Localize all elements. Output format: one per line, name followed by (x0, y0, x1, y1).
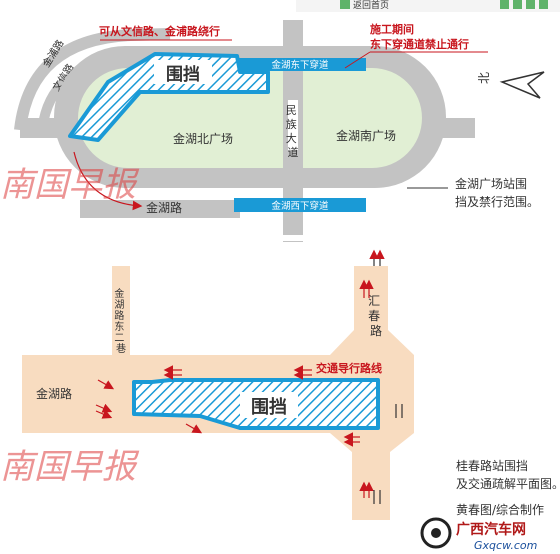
north-label: 北 (477, 72, 491, 84)
underpass-east (234, 58, 366, 71)
traffic-arrow (185, 423, 203, 434)
road-jinhu-label-2: 金湖路 (36, 386, 72, 401)
construction-note-leader (344, 51, 371, 69)
grid-icon (513, 0, 522, 9)
traffic-arrow (97, 379, 115, 390)
watermark-1: 南国早报 (0, 165, 140, 205)
logo-url: Gxqcw.com (474, 539, 537, 552)
plaza-south-label: 金湖南广场 (336, 128, 396, 143)
top-strip-link[interactable]: 返回首页 (353, 0, 389, 11)
logo-name: 广西汽车网 (456, 521, 526, 538)
hoarding-zone-1 (68, 52, 270, 142)
caption-map1-line2: 挡及禁行范围。 (455, 195, 539, 209)
grid-icon (539, 0, 548, 9)
detour-arrow (73, 151, 143, 211)
detour-note: 可从文信路、金浦路绕行 (99, 24, 220, 38)
road-jinhu-label-1: 金湖路 (146, 200, 182, 215)
grid-icon (526, 0, 535, 9)
home-icon (340, 0, 350, 9)
hoarding-label-2: 围挡 (251, 396, 287, 418)
hoarding-label-bg-1 (154, 60, 212, 84)
traffic-arrows (95, 279, 374, 498)
caption-map2-line1: 桂春路站围挡 (456, 458, 528, 473)
road-jinhu-dong (112, 266, 130, 356)
underpass-west-label: 金湖西下穿道 (271, 200, 329, 212)
caption-map1-line1: 金湖广场站围 (455, 176, 527, 191)
underpass-east-label: 金湖东下穿道 (271, 59, 329, 71)
road-jinpu (14, 28, 171, 131)
caption-map2-line2: 及交通疏解平面图。 (456, 476, 560, 491)
road-huichun-label: 汇 春 路 (368, 294, 384, 338)
site-logo[interactable]: 广西汽车网 Gxqcw.com (420, 517, 537, 552)
road-minzu-label-bg (288, 100, 298, 150)
road-jinhu-map1 (80, 200, 240, 218)
underpass-west (234, 198, 366, 212)
traffic-route-label: 交通导行路线 (316, 361, 382, 375)
grid-icon (500, 0, 509, 9)
hoarding-label-bg-2 (240, 392, 298, 418)
traffic-arrow (95, 409, 113, 419)
watermark-2: 南国早报 (0, 447, 140, 487)
construction-note-2: 东下穿通道禁止通行 (370, 37, 469, 51)
top-strip (296, 0, 560, 12)
road-jinhu-dong-label: 金 湖 路 东 二 巷 (114, 287, 127, 355)
road-minzu-label: 民 族 大 道 (286, 104, 301, 159)
north-arrow-icon (499, 71, 545, 99)
hoarding-label-1: 围挡 (166, 64, 200, 85)
steering-wheel-hub (431, 528, 441, 538)
construction-note-1: 施工期间 (370, 22, 414, 36)
traffic-arrows-black (369, 249, 403, 504)
credit-line: 黄春图/综合制作 (456, 502, 544, 517)
plaza-north-label: 金湖北广场 (173, 131, 233, 146)
